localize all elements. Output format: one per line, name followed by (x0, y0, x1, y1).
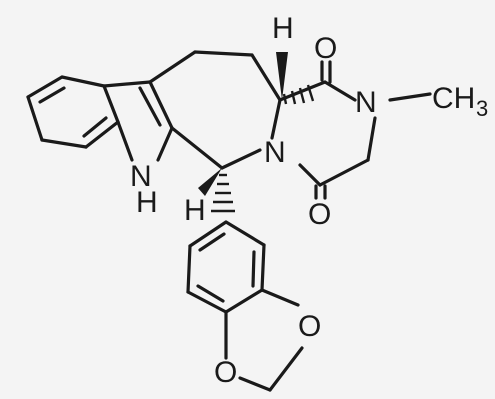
bond (238, 376, 272, 392)
hashed-bond-top (282, 84, 315, 105)
bond (323, 80, 357, 102)
bond (224, 288, 264, 314)
pyrrole-ring (102, 80, 174, 162)
dioxole-ring (224, 288, 304, 392)
piperazinedione-ring (278, 60, 432, 200)
bond (366, 116, 377, 162)
atom-h-left: H (184, 194, 206, 227)
bond (250, 53, 282, 102)
bond (186, 290, 228, 314)
bond (82, 116, 108, 138)
benzene-ring (26, 75, 120, 149)
bond (26, 75, 64, 99)
bond (193, 50, 254, 57)
bond (220, 148, 262, 170)
bond (270, 98, 282, 140)
hashed-bond-aryl (211, 173, 235, 213)
bond (186, 244, 192, 294)
atom-o-top: O (314, 32, 337, 65)
wedge-bond-h (198, 168, 222, 196)
middle-ring (148, 50, 282, 170)
bond (156, 126, 174, 162)
atom-o-bottom: O (308, 198, 331, 231)
bond (102, 84, 120, 124)
atom-n-ring: N (264, 136, 286, 169)
bond (196, 284, 225, 303)
bond (260, 288, 300, 307)
bond (388, 92, 432, 102)
bond (170, 126, 224, 170)
bond (84, 120, 120, 149)
bond (60, 75, 106, 88)
bond (148, 50, 197, 84)
bond (38, 86, 66, 104)
bond (116, 120, 134, 162)
bond (251, 250, 256, 288)
bond (260, 243, 266, 292)
atom-o-dioxole-2: O (214, 356, 237, 389)
bond (278, 80, 327, 102)
bond (26, 95, 44, 142)
bond (268, 346, 304, 392)
bond (40, 138, 88, 149)
atom-h-top: H (272, 12, 294, 45)
atom-nh-h: H (136, 186, 158, 219)
bond (102, 80, 152, 88)
aryl-ring (186, 220, 266, 314)
atom-n-methyl: N (355, 86, 377, 119)
wedge-bond (276, 52, 288, 100)
atom-methyl: CH (432, 82, 475, 115)
bond (318, 158, 370, 187)
atom-nh-n: N (130, 160, 152, 193)
atom-o-dioxole-1: O (298, 310, 321, 343)
bond (298, 163, 322, 187)
bond (188, 220, 228, 248)
bond (148, 80, 174, 130)
bond (198, 232, 226, 252)
bond (138, 86, 162, 127)
bond (224, 220, 266, 247)
atom-methyl-subscript: 3 (476, 96, 488, 121)
